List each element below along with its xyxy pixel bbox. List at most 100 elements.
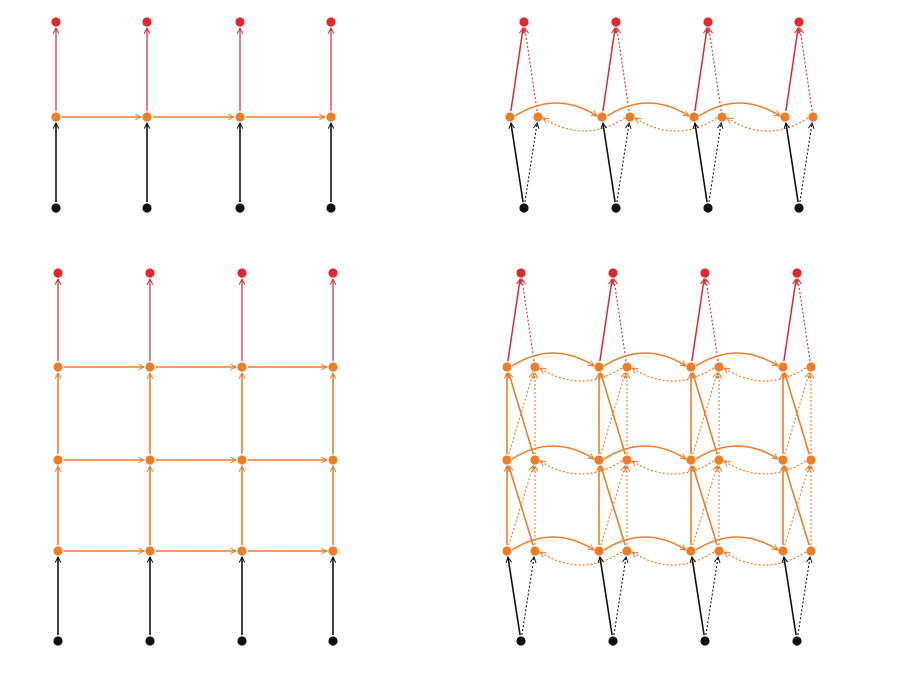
forward-hidden-node — [686, 455, 696, 465]
output-node — [703, 17, 713, 27]
forward-hidden-node — [689, 112, 699, 122]
output-node — [237, 268, 247, 278]
backward-recurrent-arrow — [543, 118, 626, 132]
input-to-forward-arrow — [784, 557, 797, 636]
forward-hidden-node — [594, 546, 604, 556]
backward-recurrent-arrow — [724, 461, 807, 475]
forward-output-arrow — [691, 279, 704, 362]
backward-hidden-node — [808, 112, 818, 122]
backward-output-arrow — [709, 28, 722, 112]
output-node — [235, 17, 245, 27]
forward-output-arrow — [510, 28, 523, 112]
backward-recurrent-arrow — [632, 552, 715, 566]
backward-recurrent-arrow — [635, 118, 718, 132]
forward-to-backward-layer-arrow — [600, 466, 625, 546]
forward-hidden-node — [778, 546, 788, 556]
hidden-node — [53, 455, 63, 465]
input-node — [703, 203, 713, 213]
output-node — [611, 17, 621, 27]
backward-hidden-node — [530, 455, 540, 465]
backward-recurrent-arrow — [540, 461, 623, 475]
backward-output-arrow — [798, 279, 811, 362]
input-node — [142, 203, 152, 213]
forward-output-arrow — [783, 279, 796, 362]
forward-hidden-node — [502, 362, 512, 372]
backward-hidden-node — [622, 455, 632, 465]
forward-recurrent-arrow — [511, 536, 594, 551]
input-node — [608, 636, 618, 646]
hidden-node — [237, 546, 247, 556]
output-node — [792, 268, 802, 278]
input-node — [328, 636, 338, 646]
hidden-node — [326, 112, 336, 122]
forward-recurrent-arrow — [695, 445, 778, 460]
backward-output-arrow — [706, 279, 719, 362]
input-node — [237, 636, 247, 646]
hidden-node — [51, 112, 61, 122]
panel-rnn-1-layer — [51, 17, 336, 213]
backward-hidden-node — [533, 112, 543, 122]
output-node — [794, 17, 804, 27]
forward-recurrent-arrow — [695, 352, 778, 367]
input-to-backward-arrow — [524, 123, 537, 203]
backward-hidden-node — [717, 112, 727, 122]
output-node — [519, 17, 529, 27]
backward-hidden-node — [530, 362, 540, 372]
input-to-forward-arrow — [603, 123, 616, 203]
forward-output-arrow — [602, 28, 615, 112]
input-to-backward-arrow — [797, 557, 810, 636]
backward-recurrent-arrow — [724, 552, 807, 566]
backward-recurrent-arrow — [727, 118, 809, 132]
output-node — [328, 268, 338, 278]
input-to-backward-arrow — [708, 123, 721, 203]
input-node — [519, 203, 529, 213]
input-node — [326, 203, 336, 213]
backward-hidden-node — [714, 455, 724, 465]
forward-to-backward-layer-arrow — [784, 466, 809, 546]
hidden-node — [235, 112, 245, 122]
hidden-node — [145, 362, 155, 372]
forward-hidden-node — [597, 112, 607, 122]
panel-bidirectional-rnn-3-layer — [502, 268, 816, 646]
backward-recurrent-arrow — [724, 368, 807, 382]
hidden-node — [237, 455, 247, 465]
forward-hidden-node — [594, 455, 604, 465]
input-to-forward-arrow — [511, 123, 524, 203]
forward-hidden-node — [594, 362, 604, 372]
forward-recurrent-arrow — [603, 352, 686, 367]
backward-hidden-node — [806, 362, 816, 372]
input-node — [611, 203, 621, 213]
forward-recurrent-arrow — [698, 102, 780, 117]
backward-output-arrow — [614, 279, 627, 362]
forward-to-backward-layer-arrow — [692, 466, 717, 546]
forward-output-arrow — [694, 28, 707, 112]
backward-hidden-node — [806, 546, 816, 556]
forward-hidden-node — [686, 362, 696, 372]
input-to-backward-arrow — [616, 123, 629, 203]
output-node — [516, 268, 526, 278]
output-node — [326, 17, 336, 27]
input-node — [235, 203, 245, 213]
input-to-backward-arrow — [521, 557, 534, 636]
backward-hidden-node — [622, 546, 632, 556]
input-node — [792, 636, 802, 646]
backward-output-arrow — [525, 28, 538, 112]
input-node — [516, 636, 526, 646]
backward-hidden-node — [530, 546, 540, 556]
input-to-forward-arrow — [508, 557, 521, 636]
input-node — [51, 203, 61, 213]
backward-output-arrow — [617, 28, 630, 112]
backward-recurrent-arrow — [632, 368, 715, 382]
forward-hidden-node — [502, 546, 512, 556]
hidden-node — [145, 546, 155, 556]
hidden-node — [328, 455, 338, 465]
input-node — [145, 636, 155, 646]
backward-output-arrow — [522, 279, 535, 362]
forward-output-arrow — [507, 279, 520, 362]
output-node — [51, 17, 61, 27]
hidden-node — [328, 362, 338, 372]
forward-recurrent-arrow — [695, 536, 778, 551]
input-node — [700, 636, 710, 646]
backward-to-forward-layer-arrow — [601, 373, 627, 455]
